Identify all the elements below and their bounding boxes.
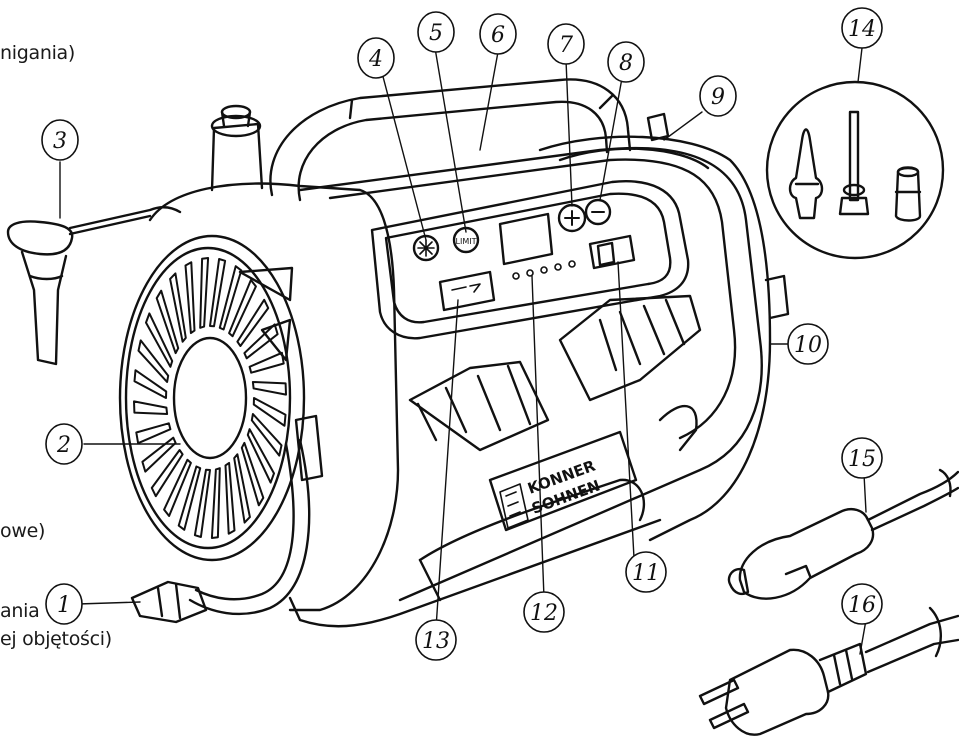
ac-plug-cable: [698, 606, 959, 736]
side-text-1: nigania): [0, 42, 76, 64]
nozzle-accessory: [6, 206, 182, 366]
callout-number-14: 14: [848, 17, 876, 42]
callout-number-4: 4: [368, 47, 383, 72]
callout-number-11: 11: [632, 561, 660, 586]
callout-circle-4: [357, 37, 395, 79]
callout-circle-2: [45, 423, 83, 465]
fan-grille: [118, 234, 324, 562]
control-panel: [370, 180, 690, 340]
callout-circle-11: [625, 551, 667, 593]
callout-number-12: 12: [530, 601, 558, 626]
callout-circle-6: [479, 13, 517, 55]
callout-number-5: 5: [429, 21, 443, 46]
compressor-body: [148, 135, 772, 628]
callout-number-2: 2: [56, 433, 71, 458]
mode-switch[interactable]: [438, 270, 496, 312]
callout-circle-8: [607, 41, 645, 83]
side-text-3: ania: [0, 600, 40, 622]
side-text-4: ej objętości): [0, 628, 112, 650]
leader-lines: [59, 47, 867, 655]
top-valve: [210, 104, 264, 192]
adapter-kit: [765, 80, 945, 260]
side-port: [646, 112, 790, 320]
carry-handle: [269, 78, 632, 202]
callout-number-9: 9: [711, 85, 725, 110]
light-button[interactable]: [412, 234, 440, 262]
callout-circle-3: [41, 119, 79, 161]
air-hose: [130, 438, 311, 624]
callout-number-6: 6: [491, 23, 505, 48]
callout-circle-7: [547, 23, 585, 65]
callout-circle-9: [699, 75, 737, 117]
callout-number-7: 7: [559, 33, 573, 58]
callout-number-8: 8: [619, 51, 633, 76]
minus-button[interactable]: [584, 198, 612, 226]
plus-button[interactable]: [557, 203, 587, 233]
power-switch[interactable]: [588, 234, 636, 270]
callout-number-16: 16: [848, 593, 876, 618]
callout-circle-5: [417, 11, 455, 53]
callout-circle-15: [841, 437, 883, 479]
callout-circle-16: [841, 583, 883, 625]
callout-circle-13: [415, 619, 457, 661]
callout-number-15: 15: [848, 447, 876, 472]
display-screen: [498, 212, 576, 280]
svg-text:LIMIT: LIMIT: [456, 237, 477, 246]
callout-circle-14: [841, 7, 883, 49]
car-plug-cable: [727, 468, 959, 600]
side-text-2: owe): [0, 520, 46, 542]
callout-number-1: 1: [57, 593, 71, 618]
callout-number-10: 10: [794, 333, 822, 358]
callout-circle-12: [523, 591, 565, 633]
callout-number-13: 13: [422, 629, 450, 654]
callout-circle-1: [45, 583, 83, 625]
callout-number-3: 3: [53, 129, 67, 154]
callout-circle-10: [787, 323, 829, 365]
